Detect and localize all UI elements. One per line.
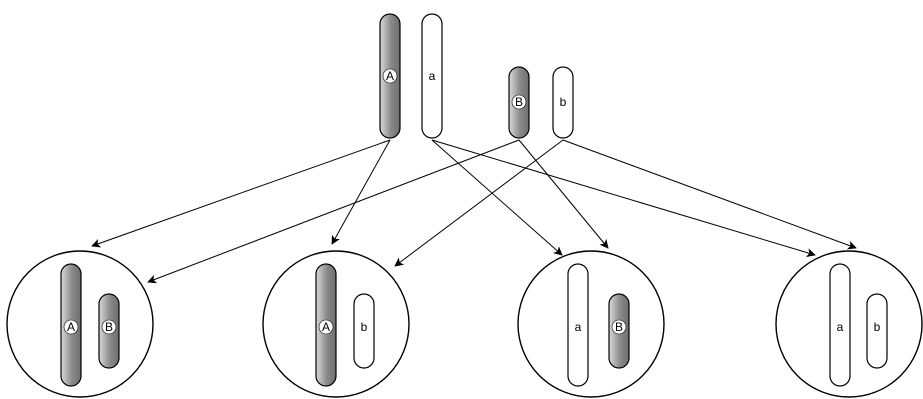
arrow-big-dominant-to-gamete-1	[91, 139, 391, 248]
parent-chromosomes: A a B b	[379, 13, 574, 139]
chromosome-label: B	[615, 320, 623, 334]
chromosome-label: a	[429, 69, 436, 83]
chromosome-label: a	[575, 320, 582, 334]
gamete-small-chromosome: B	[98, 293, 120, 369]
arrow-big-dominant-to-gamete-2	[331, 139, 391, 245]
parent-chromosome-big-recessive: a	[421, 13, 443, 139]
parent-chromosome-big-dominant: A	[379, 13, 401, 139]
label-badge	[511, 94, 527, 110]
label-badge	[101, 319, 117, 335]
gamete-small-chromosome: b	[353, 293, 375, 369]
gamete-cells: A B A b a	[6, 250, 923, 398]
gamete-small-chromosome: B	[608, 293, 630, 369]
gamete-cell-4: a b	[775, 250, 923, 398]
inheritance-arrows	[91, 139, 857, 284]
arrow-small-recessive-to-gamete-2	[394, 139, 564, 267]
gamete-big-chromosome: A	[315, 263, 337, 387]
chromosome-label: a	[837, 320, 844, 334]
chromosome-label: b	[874, 320, 881, 334]
parent-chromosome-small-recessive: b	[552, 66, 574, 139]
gamete-cell-3: a B	[517, 250, 665, 398]
label-badge	[382, 68, 398, 84]
gamete-cell-2: A b	[262, 250, 410, 398]
gamete-big-chromosome: a	[567, 263, 589, 387]
chromosome-label: A	[386, 69, 394, 83]
gamete-big-chromosome: A	[60, 263, 82, 387]
arrow-small-dominant-to-gamete-1	[147, 139, 520, 284]
label-badge	[611, 319, 627, 335]
chromosome-label: A	[322, 320, 330, 334]
arrow-small-recessive-to-gamete-4	[562, 139, 857, 250]
gamete-cell-1: A B	[6, 250, 154, 398]
arrow-big-recessive-to-gamete-3	[431, 139, 563, 256]
chromosome-label: b	[560, 95, 567, 109]
arrow-small-dominant-to-gamete-3	[518, 139, 609, 249]
label-badge	[63, 319, 79, 335]
parent-chromosome-small-dominant: B	[508, 66, 530, 139]
chromosome-label: A	[67, 320, 75, 334]
cell-membrane	[517, 250, 665, 398]
chromosome-label: b	[361, 320, 368, 334]
label-badge	[318, 319, 334, 335]
arrow-big-recessive-to-gamete-4	[431, 139, 816, 257]
gamete-big-chromosome: a	[829, 263, 851, 387]
gamete-small-chromosome: b	[866, 293, 888, 369]
chromosome-label: B	[105, 320, 113, 334]
chromosome-label: B	[515, 95, 523, 109]
